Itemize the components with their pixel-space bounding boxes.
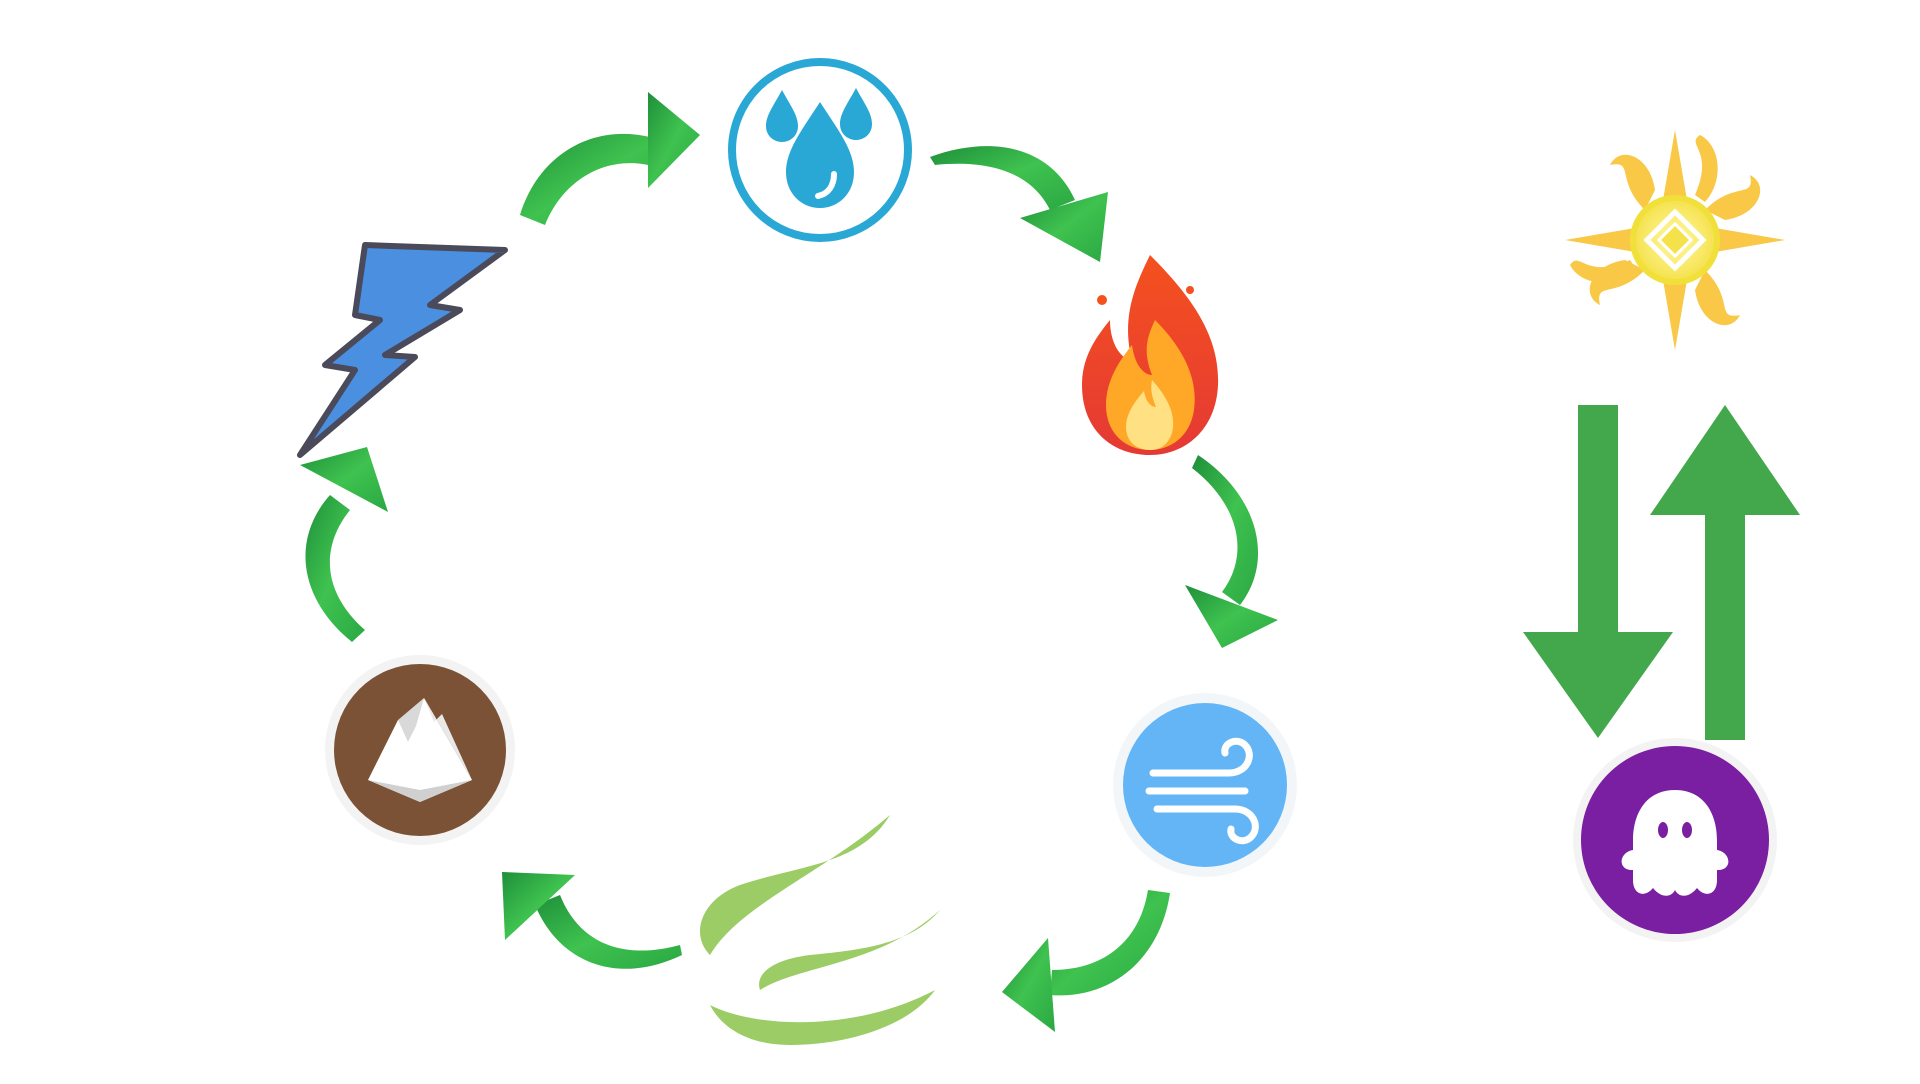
sun-icon: [1565, 130, 1785, 350]
flame-icon: [1082, 255, 1219, 455]
ghost-icon: [1573, 738, 1777, 942]
exchange-arrow-up: [1650, 405, 1800, 740]
cycle-arrow-lightning-to-water: [520, 92, 700, 225]
lightning-bolt-icon: [297, 242, 508, 458]
cycle-arrow-nature-to-earth: [502, 872, 682, 969]
mountain-icon: [325, 655, 515, 845]
cycle-arrow-water-to-fire: [930, 146, 1108, 262]
water-drops-icon: [728, 58, 912, 242]
cycle-arrow-earth-to-lightning: [300, 447, 388, 642]
leaves-icon: [700, 815, 940, 1045]
cycle-arrow-fire-to-wind: [1185, 455, 1278, 648]
cycle-arrow-wind-to-nature: [1002, 890, 1170, 1032]
exchange-arrow-down: [1523, 405, 1673, 738]
wind-icon: [1113, 693, 1297, 877]
